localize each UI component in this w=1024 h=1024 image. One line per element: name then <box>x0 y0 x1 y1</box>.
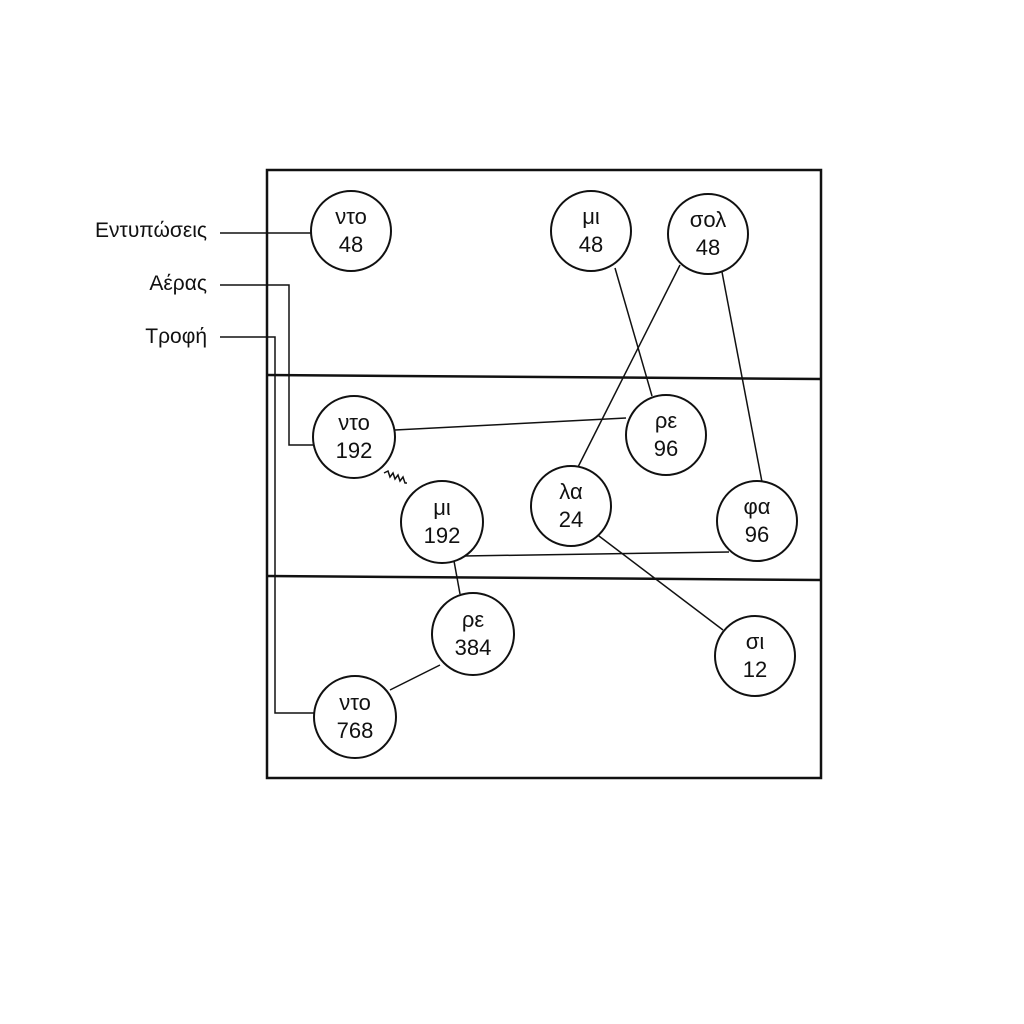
node-note: φα <box>744 494 771 519</box>
input-label-air: Αέρας <box>149 272 207 295</box>
node-circle <box>716 480 798 562</box>
node-note: μι <box>433 495 451 520</box>
node-mi-48: μι 48 <box>550 190 632 272</box>
node-note: μι <box>582 204 600 229</box>
edge-re384-do768 <box>389 664 441 691</box>
node-note: λα <box>559 479 583 504</box>
node-sol-48: σολ 48 <box>667 193 749 275</box>
node-value: 12 <box>743 657 767 682</box>
node-note: ρε <box>655 408 678 433</box>
node-note: ντο <box>335 204 367 229</box>
node-value: 768 <box>337 718 374 743</box>
input-label-impressions: Εντυπώσεις <box>95 219 207 242</box>
node-la-24: λα 24 <box>530 465 612 547</box>
node-note: ντο <box>339 690 371 715</box>
node-value: 48 <box>339 232 363 257</box>
feed-line-food <box>220 336 314 714</box>
storey-divider-lower <box>266 574 822 582</box>
edge-mi192-re384 <box>453 560 461 595</box>
storey-divider-upper <box>266 373 822 381</box>
node-circle <box>313 675 397 759</box>
node-value: 48 <box>696 235 720 260</box>
node-fa-96: φα 96 <box>716 480 798 562</box>
node-mi-192: μι 192 <box>400 480 484 564</box>
edge-do192-mi192-coil <box>383 469 407 484</box>
feed-line-air <box>220 284 313 446</box>
node-do-192: ντο 192 <box>312 395 396 479</box>
node-do-48: ντο 48 <box>310 190 392 272</box>
edge-mi192-fa96 <box>462 551 730 557</box>
node-note: ρε <box>462 607 485 632</box>
node-circle <box>667 193 749 275</box>
node-circle <box>530 465 612 547</box>
node-circle <box>550 190 632 272</box>
input-label-food: Τροφή <box>145 325 207 348</box>
node-si-12: σι 12 <box>714 615 796 697</box>
edge-la24-si12 <box>594 532 724 631</box>
node-note: σι <box>746 629 765 654</box>
node-circle <box>431 592 515 676</box>
node-value: 384 <box>455 635 492 660</box>
node-note: σολ <box>690 207 726 232</box>
diagram-frame <box>265 168 823 780</box>
node-value: 192 <box>424 523 461 548</box>
edge-sol48-la24 <box>577 264 681 468</box>
node-circle <box>310 190 392 272</box>
node-re-384: ρε 384 <box>431 592 515 676</box>
node-circle <box>400 480 484 564</box>
node-circle <box>714 615 796 697</box>
node-circle <box>625 394 707 476</box>
node-re-96: ρε 96 <box>625 394 707 476</box>
edge-mi48-re96 <box>614 267 653 397</box>
node-circle <box>312 395 396 479</box>
node-value: 96 <box>745 522 769 547</box>
edge-sol48-fa96 <box>721 271 763 483</box>
node-value: 48 <box>579 232 603 257</box>
node-value: 96 <box>654 436 678 461</box>
node-value: 24 <box>559 507 583 532</box>
node-note: ντο <box>338 410 370 435</box>
edge-do192-re96 <box>394 417 627 431</box>
node-do-768: ντο 768 <box>313 675 397 759</box>
node-value: 192 <box>336 438 373 463</box>
